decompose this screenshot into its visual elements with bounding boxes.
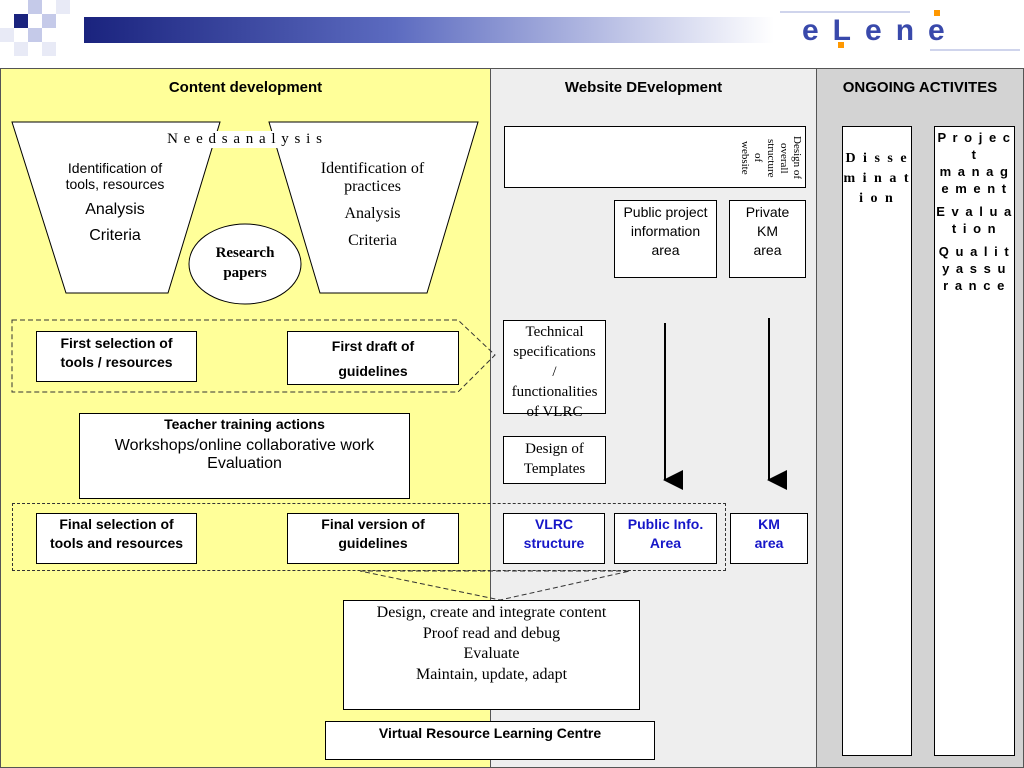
needs-analysis-shapes — [11, 121, 479, 305]
tech-specs-line2: specifications — [513, 344, 596, 360]
needs-left-line2: tools, resources — [65, 176, 165, 192]
project-management-box: P r o j e c t m a n a g e m e n t E v a … — [934, 126, 1015, 756]
project-line7: y a s s u — [942, 261, 1007, 276]
checker-decoration — [0, 0, 70, 56]
first-selection-line2: tools / resources — [60, 354, 173, 370]
research-line2: papers — [223, 265, 267, 281]
needs-analysis-left-trapezoid — [11, 121, 221, 294]
needs-right-line1: Identification of — [320, 160, 425, 177]
first-draft-line1: First draft of — [331, 338, 415, 354]
final-selection-line2: tools and resources — [49, 535, 184, 551]
needs-right-line2: practices — [344, 178, 401, 195]
vlrc-structure-line1: VLRC — [534, 516, 574, 532]
dissemination-box: D i s s e m i n a t i o n — [842, 126, 912, 756]
research-papers-ellipse — [188, 223, 302, 305]
public-info-area-box: Public Info. Area — [614, 513, 717, 564]
km-area-line1: KM — [758, 516, 780, 532]
header-gradient-bar — [84, 17, 774, 43]
final-selection-line1: Final selection of — [59, 516, 174, 532]
project-line2: m a n a g — [939, 164, 1010, 179]
teacher-training-box: Teacher training actions Workshops/onlin… — [79, 413, 410, 499]
private-km-line3: area — [753, 242, 782, 258]
column-title-content: Content development — [168, 79, 323, 96]
dissemination-line3: i o n — [859, 191, 895, 206]
design-templates-line2: Templates — [523, 461, 586, 477]
design-overall-structure-box: Design of overall structure of website — [504, 126, 806, 188]
needs-left-line3: Analysis — [85, 201, 145, 218]
needs-analysis-title: N e e d s a n a l y s i s — [150, 131, 340, 148]
project-line5: t i o n — [951, 221, 998, 236]
teacher-training-title: Teacher training actions — [164, 416, 325, 432]
public-project-box: Public project information area — [614, 200, 717, 278]
elene-logo: eLene — [780, 6, 1020, 56]
logo-text: eLene — [802, 14, 959, 47]
public-info-line1: Public Info. — [627, 516, 704, 532]
vlrc-structure-box: VLRC structure — [503, 513, 605, 564]
needs-right-text: Identification of practices Analysis Cri… — [290, 160, 455, 250]
design-overall-text: Design of overall structure of website — [739, 130, 803, 186]
design-templates-box: Design of Templates — [503, 436, 606, 484]
header-bar: eLene — [0, 0, 1024, 62]
project-line6: Q u a l i t — [938, 244, 1011, 259]
integration-line1: Design, create and integrate content — [376, 604, 607, 621]
first-selection-line1: First selection of — [60, 335, 173, 351]
final-version-box: Final version of guidelines — [287, 513, 459, 564]
vlrc-structure-line2: structure — [523, 535, 585, 551]
final-version-line2: guidelines — [338, 535, 408, 551]
private-km-box: Private KM area — [729, 200, 806, 278]
public-project-line2: information — [630, 223, 701, 239]
km-area-line2: area — [754, 535, 784, 551]
dissemination-line1: D i s s e — [845, 151, 909, 166]
first-row-dashed-arrow — [11, 319, 496, 393]
dissemination-line2: m i n a t — [843, 171, 911, 186]
first-selection-box: First selection of tools / resources — [36, 331, 197, 382]
research-line1: Research — [215, 245, 275, 261]
integration-line3: Evaluate — [463, 645, 520, 662]
project-line3: e m e n t — [941, 181, 1008, 196]
column-title-ongoing: ONGOING ACTIVITES — [842, 79, 998, 96]
final-row-funnel — [359, 570, 631, 601]
needs-analysis-right-trapezoid — [268, 121, 479, 294]
final-selection-box: Final selection of tools and resources — [36, 513, 197, 564]
tech-specs-line5: of VLRC — [526, 404, 583, 420]
needs-right-line3: Analysis — [344, 205, 401, 222]
vlrc-title-box: Virtual Resource Learning Centre — [325, 721, 655, 760]
integration-box: Design, create and integrate content Pro… — [343, 600, 640, 710]
design-templates-line1: Design of — [525, 441, 584, 457]
research-papers-text: Research papers — [190, 243, 300, 283]
design-overall-line4: of — [752, 153, 764, 163]
teacher-training-line2: Evaluation — [207, 455, 282, 472]
needs-right-line4: Criteria — [348, 232, 397, 249]
public-project-line3: area — [651, 242, 680, 258]
website-arrows — [663, 318, 787, 490]
private-km-line2: KM — [757, 223, 778, 239]
integration-line2: Proof read and debug — [422, 624, 561, 642]
public-project-line1: Public project — [623, 204, 708, 220]
design-overall-line2: overall — [778, 142, 790, 174]
final-version-line1: Final version of — [321, 516, 425, 532]
design-overall-line1: Design of — [791, 136, 803, 180]
public-info-line2: Area — [649, 535, 682, 551]
first-draft-box: First draft of guidelines — [287, 331, 459, 385]
design-overall-line3: structure — [765, 138, 777, 178]
first-draft-line2: guidelines — [338, 363, 408, 379]
project-line1: P r o j e c t — [937, 130, 1012, 162]
project-line4: E v a l u a — [936, 204, 1013, 219]
needs-left-line1: Identification of — [67, 160, 163, 176]
project-line8: r a n c e — [943, 278, 1006, 293]
tech-specs-line4: functionalities — [511, 384, 598, 400]
needs-left-line4: Criteria — [89, 227, 141, 244]
tech-specs-line1: Technical — [525, 324, 584, 340]
needs-left-text: Identification of tools, resources Analy… — [30, 160, 200, 245]
column-title-website: Website DEvelopment — [564, 79, 723, 96]
km-area-box: KM area — [730, 513, 808, 564]
tech-specs-box: Technical specifications / functionaliti… — [503, 320, 606, 420]
private-km-line1: Private — [745, 204, 790, 220]
integration-line4: Maintain, update, adapt — [415, 665, 568, 683]
tech-specs-line3: / — [552, 364, 557, 380]
design-overall-line5: website — [739, 141, 751, 175]
teacher-training-line1: Workshops/online collaborative work — [114, 437, 375, 454]
